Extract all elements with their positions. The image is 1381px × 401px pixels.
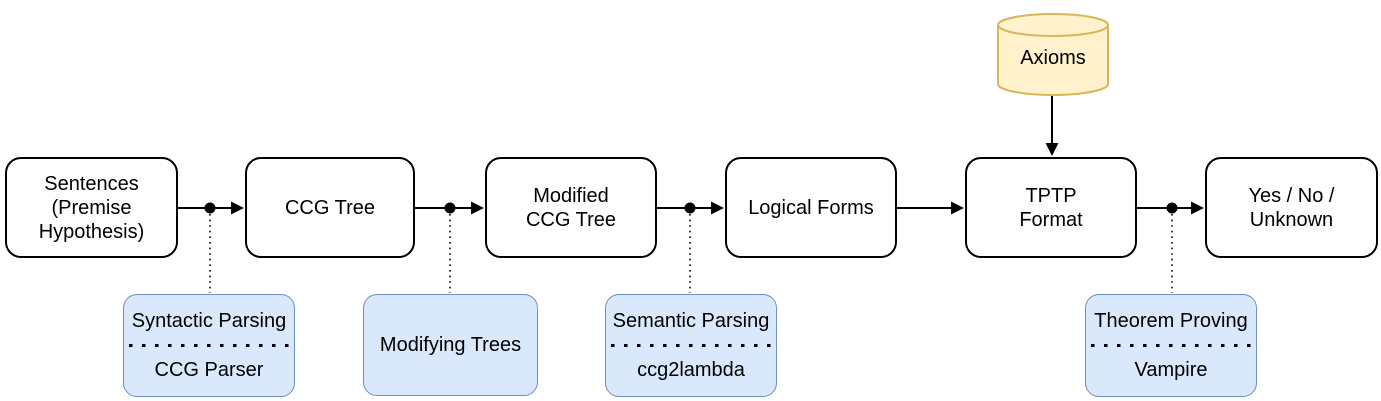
tool-divider xyxy=(611,343,771,348)
tool-theorem-proving: Theorem Proving Vampire xyxy=(1085,294,1257,397)
tool-divider xyxy=(1091,343,1251,348)
node-sentences: Sentences (Premise Hypothesis) xyxy=(5,157,178,258)
arrowhead-tptp xyxy=(951,201,964,215)
tool-task-label: Modifying Trees xyxy=(379,334,522,356)
node-result: Yes / No / Unknown xyxy=(1205,157,1378,258)
tool-task-label: Theorem Proving xyxy=(1094,310,1248,333)
junction-dot-modifying xyxy=(444,202,456,214)
tool-divider xyxy=(129,343,289,348)
node-tptp-format: TPTP Format xyxy=(965,157,1137,258)
arrowhead-ccgtree xyxy=(231,201,244,215)
tool-name-label: CCG Parser xyxy=(154,358,264,381)
junction-dot-syntactic xyxy=(204,202,216,214)
tool-task-label: Semantic Parsing xyxy=(612,310,770,333)
arrowhead-modified xyxy=(471,201,484,215)
tool-task-label: Syntactic Parsing xyxy=(131,310,287,333)
arrowhead-axioms xyxy=(1045,143,1059,156)
tool-syntactic-parsing: Syntactic Parsing CCG Parser xyxy=(123,294,295,397)
axioms-label: Axioms xyxy=(1020,47,1086,69)
arrowhead-logicalforms xyxy=(711,201,724,215)
tool-modifying-trees: Modifying Trees xyxy=(363,294,538,396)
junction-dot-semantic xyxy=(684,202,696,214)
node-logical-forms: Logical Forms xyxy=(725,157,897,258)
node-modified-ccg-tree: Modified CCG Tree xyxy=(485,157,657,258)
tool-name-label: Vampire xyxy=(1134,358,1208,381)
axioms-cylinder-icon xyxy=(997,13,1109,96)
tool-name-label: ccg2lambda xyxy=(637,358,745,381)
node-ccg-tree: CCG Tree xyxy=(245,157,415,258)
arrowhead-result xyxy=(1191,201,1204,215)
tool-semantic-parsing: Semantic Parsing ccg2lambda xyxy=(605,294,777,397)
junction-dot-theorem xyxy=(1166,202,1178,214)
